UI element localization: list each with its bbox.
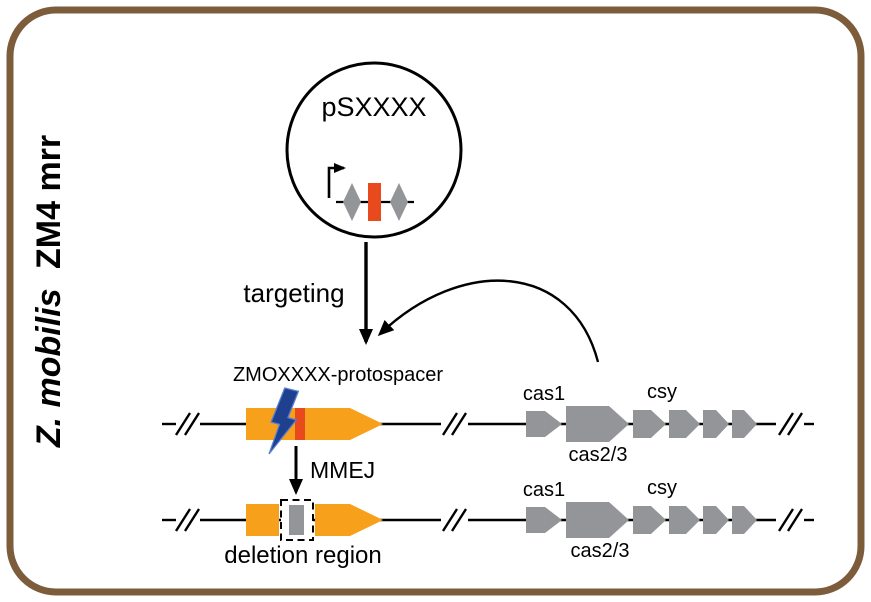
break-mark-slash <box>441 508 459 532</box>
plasmid-label: pSXXXX <box>321 92 426 122</box>
csy-label: csy <box>647 381 677 403</box>
break-mark-slash <box>183 508 201 532</box>
side-label: Z. mobilis ZM4 mrr <box>30 135 68 448</box>
promoter-arrow-icon <box>327 163 346 198</box>
cas1-label: cas1 <box>523 479 565 501</box>
interference-curved-arrow <box>377 279 600 363</box>
middle-locus: ZMOXXXX-protospacer cas1 csy cas2/3 <box>162 364 814 466</box>
cas23-gene-arrow <box>566 406 629 442</box>
csy-gene-arrow <box>669 410 700 438</box>
figure-border <box>6 6 865 596</box>
edited-gene-right-segment <box>315 504 383 536</box>
csy-gene-arrow <box>732 506 757 534</box>
break-mark-slash <box>174 508 192 532</box>
species-label: Z. mobilis <box>30 288 68 448</box>
csy-gene-arrow <box>669 506 700 534</box>
plasmid-circle <box>285 61 463 239</box>
break-mark-slash <box>777 508 795 532</box>
csy-gene-arrow <box>633 410 666 438</box>
break-mark-slash <box>183 412 201 436</box>
deletion-gray-segment <box>289 505 304 535</box>
cas1-label: cas1 <box>523 383 565 405</box>
spacer-rect <box>368 183 381 221</box>
mmej-label: MMEJ <box>310 457 375 483</box>
cas1-gene-arrow <box>526 507 562 533</box>
edited-gene-left-segment <box>246 504 279 536</box>
plasmid-group: pSXXXX <box>285 61 463 239</box>
csy-gene-arrow <box>633 506 666 534</box>
csy-gene-arrow <box>732 410 757 438</box>
csy-label: csy <box>647 477 677 499</box>
repeat-diamond-right <box>390 183 408 221</box>
lightning-bolt-icon <box>268 387 300 455</box>
protospacer-label: ZMOXXXX-protospacer <box>233 364 443 386</box>
strain-label: ZM4 mrr <box>30 135 68 269</box>
repeat-diamond-left <box>343 183 361 221</box>
break-mark-slash <box>786 508 804 532</box>
break-mark-slash <box>450 412 468 436</box>
protospacer-stripe <box>295 408 305 440</box>
cas23-gene-arrow <box>566 502 629 538</box>
break-mark-slash <box>777 412 795 436</box>
cas23-label: cas2/3 <box>571 540 630 562</box>
deletion-region-label: deletion region <box>224 542 381 569</box>
targeting-label: targeting <box>243 278 344 308</box>
break-mark-slash <box>450 508 468 532</box>
csy-gene-arrow <box>703 410 729 438</box>
break-mark-slash <box>174 412 192 436</box>
break-mark-slash <box>441 412 459 436</box>
bottom-locus: deletion region cas1 csy cas2/3 <box>162 477 814 569</box>
break-mark-slash <box>786 412 804 436</box>
cas1-gene-arrow <box>526 411 562 437</box>
cas23-label: cas2/3 <box>569 444 628 466</box>
csy-gene-arrow <box>703 506 729 534</box>
